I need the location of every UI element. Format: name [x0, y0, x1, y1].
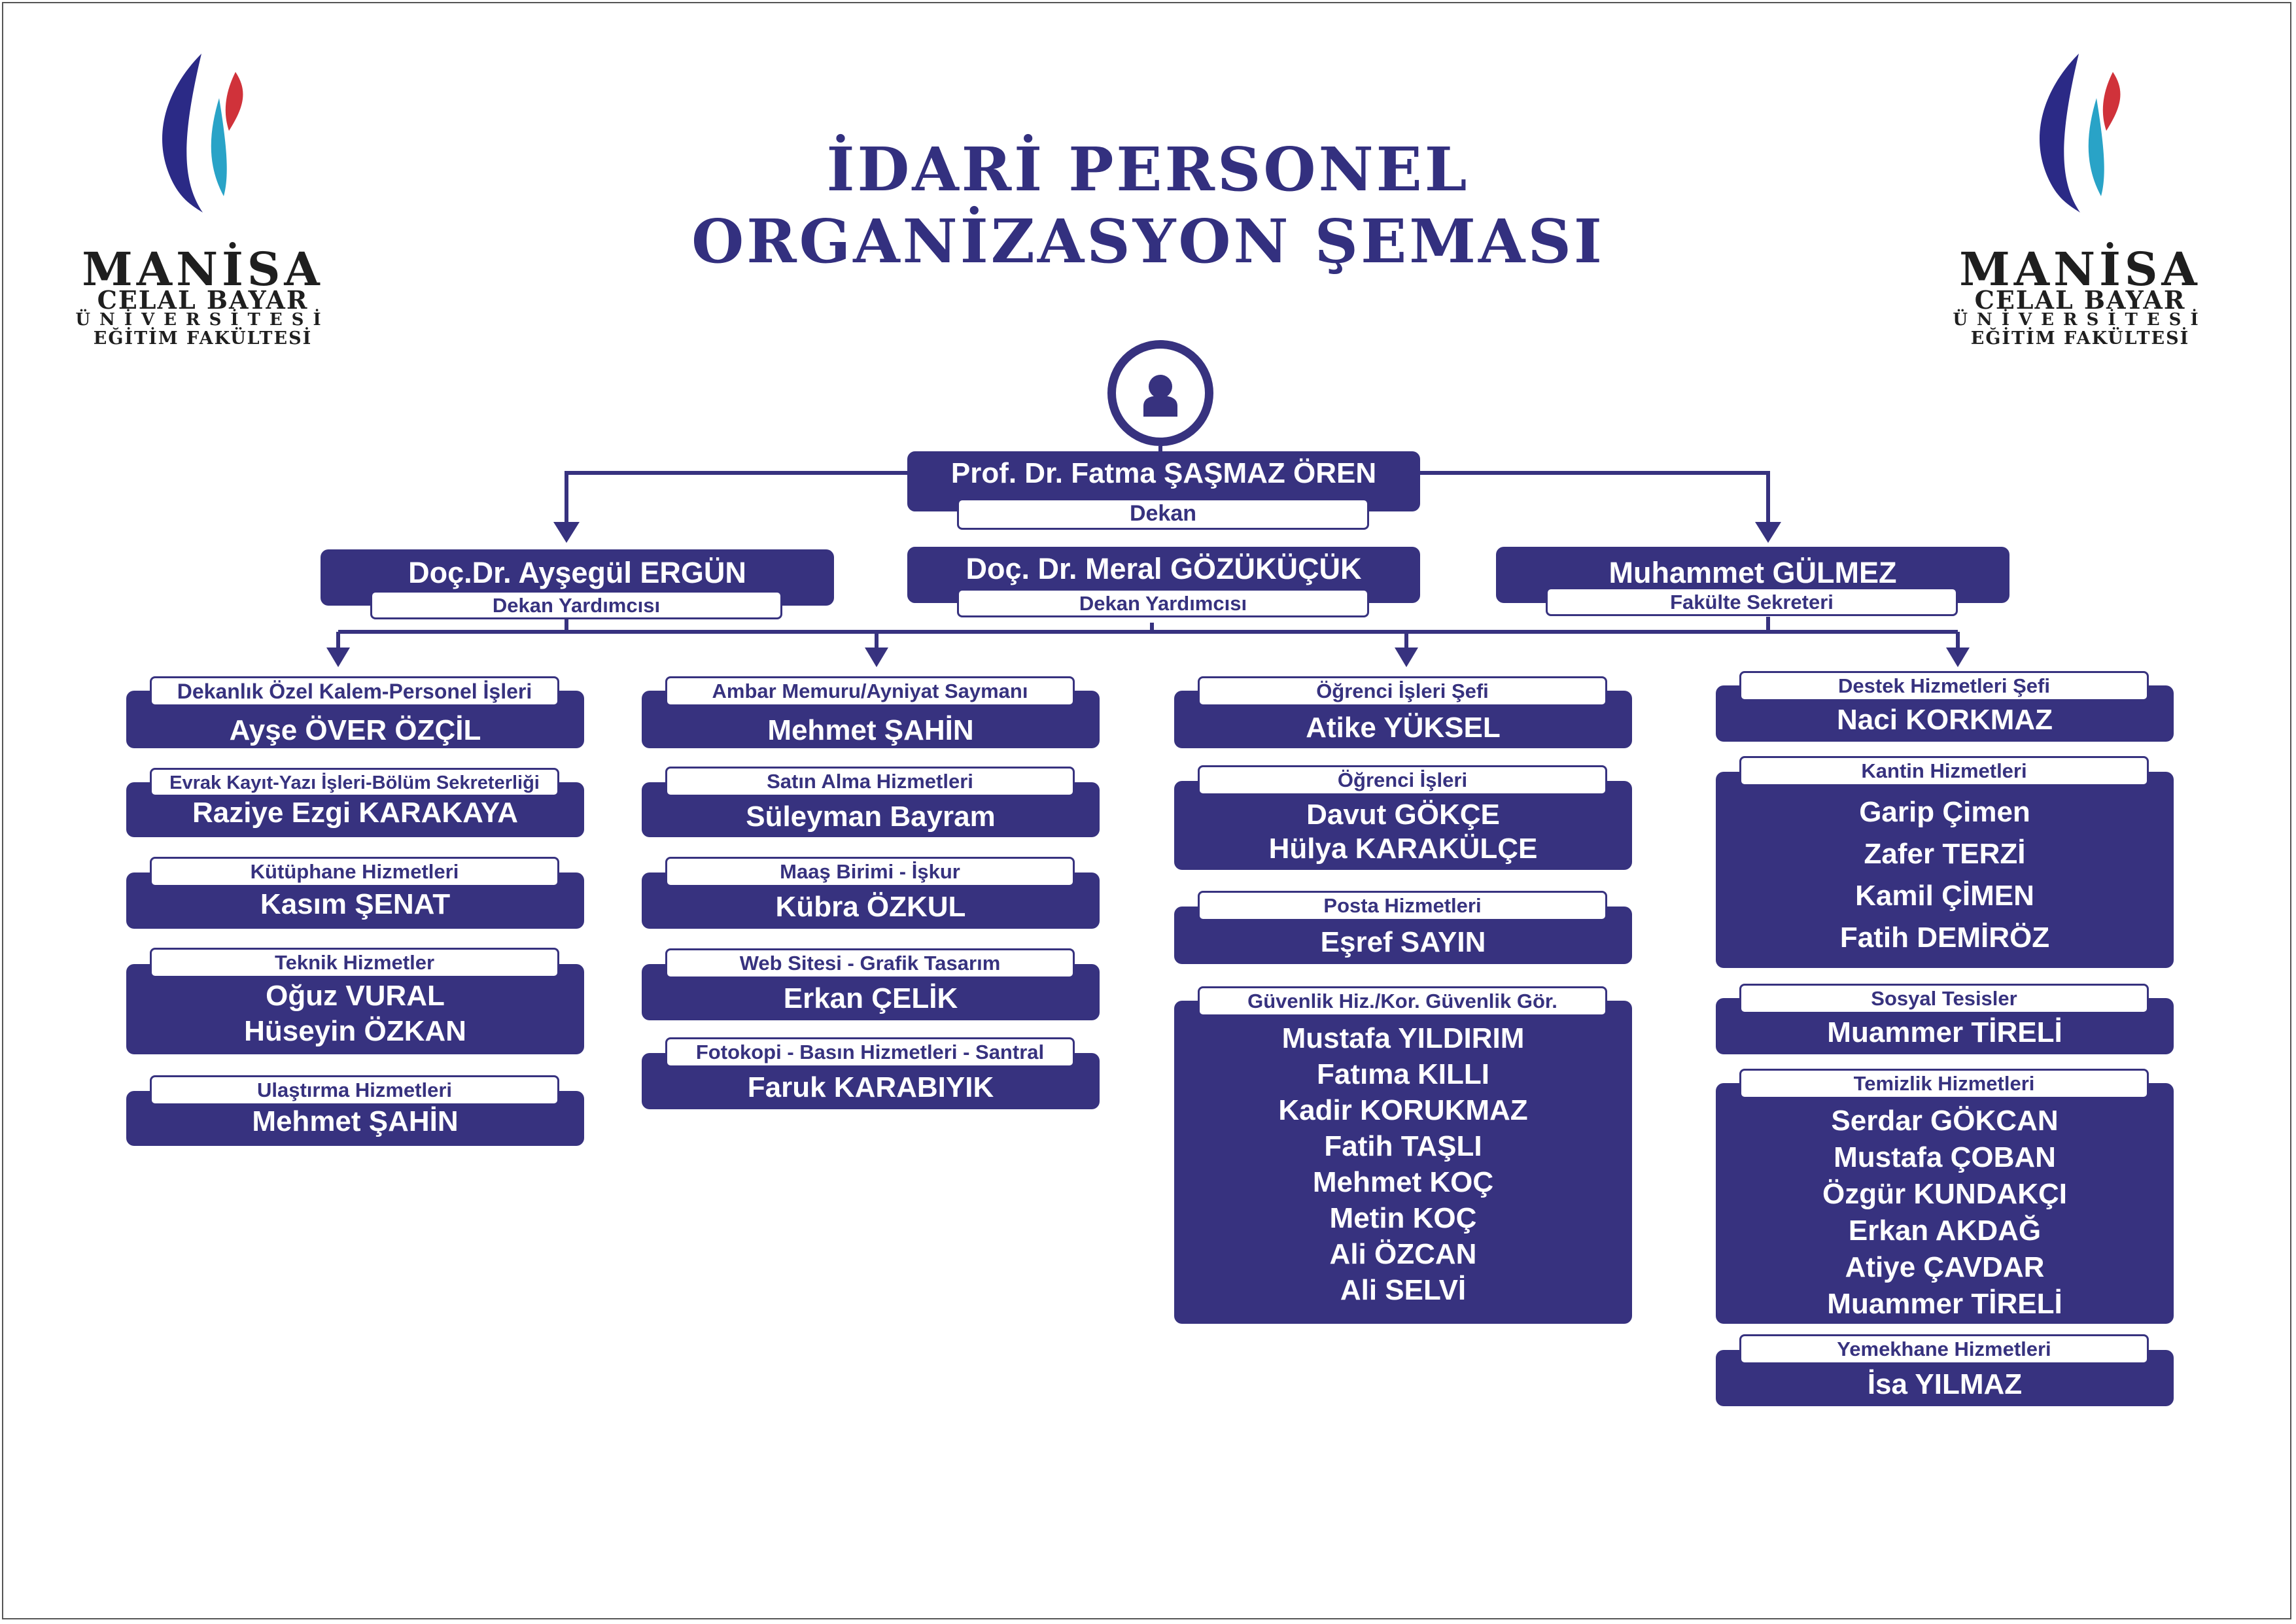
unit-label: Maaş Birimi - İşkur [665, 857, 1075, 887]
staff-name: Özgür KUNDAKÇI [1822, 1178, 2067, 1210]
staff-name: Ayşe ÖVER ÖZÇİL [229, 714, 481, 746]
unit-label: Fotokopi - Basın Hizmetleri - Santral [665, 1037, 1075, 1067]
staff-name: Hüseyin ÖZKAN [244, 1015, 466, 1047]
logo-text-faculty: EĞİTİM FAKÜLTESİ [93, 328, 313, 349]
staff-name: Mustafa ÇOBAN [1834, 1141, 2056, 1173]
staff-name: Zafer TERZİ [1864, 838, 2026, 870]
dean-name: Prof. Dr. Fatma ŞAŞMAZ ÖREN [950, 457, 1377, 489]
logo-text-universitesi: ÜNİVERSİTESİ [75, 310, 330, 330]
deputy-role: Dekan Yardımcısı [370, 591, 782, 619]
deputy-box: Doç. Dr. Meral GÖZÜKÜÇÜK [907, 547, 1420, 603]
unit-box: Davut GÖKÇE Hülya KARAKÜLÇE [1174, 781, 1632, 870]
logo-text-manisa: MANİSA [82, 242, 324, 296]
unit-label: Ambar Memuru/Ayniyat Saymanı [665, 676, 1075, 706]
staff-name: Naci KORKMAZ [1836, 704, 2053, 736]
staff-name: Oğuz VURAL [266, 980, 445, 1012]
staff-name: Fatih DEMİRÖZ [1839, 922, 2050, 954]
unit-label: Teknik Hizmetler [150, 948, 559, 978]
staff-name: Mustafa YILDIRIM [1281, 1022, 1525, 1054]
deputy-role: Dekan Yardımcısı [957, 589, 1369, 617]
unit-box: Mustafa YILDIRIM Fatıma KILLI Kadir KORU… [1174, 1001, 1632, 1324]
staff-name: Kadir KORUKMAZ [1278, 1094, 1528, 1126]
dean-role: Dekan [957, 498, 1369, 530]
unit-label: Posta Hizmetleri [1198, 891, 1607, 921]
staff-name: Erkan AKDAĞ [1848, 1215, 2042, 1247]
staff-name: Muammer TİRELİ [1827, 1016, 2062, 1048]
staff-name: Fatih TAŞLI [1324, 1130, 1482, 1162]
unit-box: Garip Çimen Zafer TERZİ Kamil ÇİMEN Fati… [1716, 772, 2174, 968]
staff-name: Mehmet ŞAHİN [767, 714, 974, 746]
logo-text-celal-bayar: CELAL BAYAR [1974, 285, 2186, 315]
dean-avatar [1107, 340, 1213, 446]
page-title-line1: İDARİ PERSONEL [826, 134, 1470, 205]
staff-name: İsa YILMAZ [1867, 1368, 2023, 1400]
staff-name: Atike YÜKSEL [1306, 712, 1501, 744]
staff-name: Fatıma KILLI [1316, 1058, 1490, 1090]
staff-name: Garip Çimen [1859, 796, 2030, 828]
deputy-name: Doç. Dr. Meral GÖZÜKÜÇÜK [965, 552, 1362, 585]
staff-name: Atiye ÇAVDAR [1845, 1251, 2045, 1283]
unit-label: Evrak Kayıt-Yazı İşleri-Bölüm Sekreterli… [150, 768, 559, 797]
logo-text-celal-bayar: CELAL BAYAR [97, 285, 309, 315]
unit-label: Yemekhane Hizmetleri [1739, 1334, 2149, 1364]
staff-name: Faruk KARABIYIK [747, 1071, 994, 1103]
unit-label: Temizlik Hizmetleri [1739, 1069, 2149, 1099]
staff-name: Eşref SAYIN [1320, 926, 1486, 958]
staff-name: Davut GÖKÇE [1306, 799, 1500, 831]
university-logo-right: MANİSA CELAL BAYAR ÜNİVERSİTESİ EĞİTİM F… [1949, 46, 2211, 349]
staff-name: Kasım ŞENAT [260, 888, 451, 920]
unit-label: Güvenlik Hiz./Kor. Güvenlik Gör. [1198, 986, 1607, 1016]
faculty-secretary-role: Fakülte Sekreteri [1546, 587, 1958, 616]
unit-label: Satın Alma Hizmetleri [665, 767, 1075, 797]
staff-name: Raziye Ezgi KARAKAYA [192, 797, 518, 829]
unit-label: Sosyal Tesisler [1739, 984, 2149, 1014]
flame-icon [162, 54, 243, 213]
unit-label: Öğrenci İşleri [1198, 765, 1607, 795]
flame-icon [2039, 54, 2121, 213]
university-logo-left: MANİSA CELAL BAYAR ÜNİVERSİTESİ EĞİTİM F… [72, 46, 334, 349]
unit-label: Kütüphane Hizmetleri [150, 857, 559, 887]
unit-box: Oğuz VURAL Hüseyin ÖZKAN [126, 964, 584, 1054]
unit-label: Destek Hizmetleri Şefi [1739, 671, 2149, 701]
deputy-name: Doç.Dr. Ayşegül ERGÜN [408, 556, 746, 589]
staff-name: Serdar GÖKCAN [1831, 1105, 2059, 1137]
staff-name: Kübra ÖZKUL [775, 891, 966, 923]
faculty-secretary-name: Muhammet GÜLMEZ [1609, 556, 1897, 589]
page-title-line2: ORGANİZASYON ŞEMASI [691, 206, 1605, 277]
staff-name: Hülya KARAKÜLÇE [1268, 833, 1538, 865]
unit-label: Ulaştırma Hizmetleri [150, 1075, 559, 1105]
staff-name: Kamil ÇİMEN [1855, 880, 2034, 912]
logo-text-universitesi: ÜNİVERSİTESİ [1953, 310, 2208, 330]
staff-name: Mehmet ŞAHİN [252, 1105, 459, 1137]
unit-label: Web Sitesi - Grafik Tasarım [665, 948, 1075, 978]
staff-name: Erkan ÇELİK [783, 982, 958, 1014]
staff-name: Mehmet KOÇ [1312, 1166, 1494, 1198]
unit-box: Serdar GÖKCAN Mustafa ÇOBAN Özgür KUNDAK… [1716, 1083, 2174, 1324]
staff-name: Ali SELVİ [1340, 1274, 1467, 1306]
staff-name: Ali ÖZCAN [1329, 1238, 1477, 1270]
logo-text-manisa: MANİSA [1959, 242, 2201, 296]
unit-label: Öğrenci İşleri Şefi [1198, 676, 1607, 706]
person-icon [1143, 375, 1177, 417]
unit-label: Dekanlık Özel Kalem-Personel İşleri [150, 676, 559, 706]
staff-name: Muammer TİRELİ [1827, 1288, 2062, 1320]
staff-name: Metin KOÇ [1329, 1202, 1477, 1234]
unit-label: Kantin Hizmetleri [1739, 756, 2149, 786]
staff-name: Süleyman Bayram [746, 801, 996, 833]
logo-text-faculty: EĞİTİM FAKÜLTESİ [1970, 328, 2190, 349]
